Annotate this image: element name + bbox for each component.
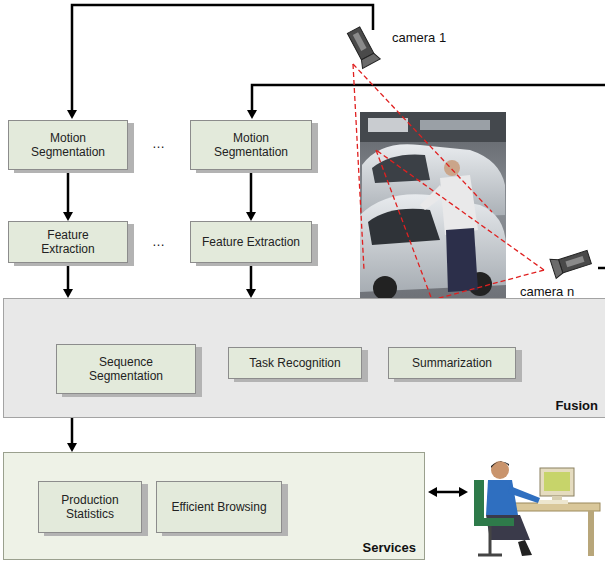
- arrow-head: [247, 110, 257, 119]
- factory-photo: [360, 112, 506, 300]
- text-label: camera 1: [392, 30, 446, 45]
- band-title: Fusion: [555, 398, 598, 413]
- arrow-head: [67, 443, 77, 452]
- arrow-head: [246, 289, 256, 298]
- process-box: Summarization: [388, 347, 516, 379]
- box-label: Summarization: [412, 356, 492, 370]
- box-label: Feature Extraction: [19, 228, 117, 256]
- box-label: Motion Segmentation: [19, 131, 117, 159]
- box-label: Feature Extraction: [202, 235, 300, 249]
- arrow-head: [63, 212, 73, 221]
- text-label: …: [152, 136, 165, 151]
- flow-connector: [67, 170, 70, 213]
- box-label: Efficient Browsing: [171, 500, 266, 514]
- box-label: Sequence Segmentation: [67, 355, 185, 383]
- process-box: Motion Segmentation: [8, 120, 128, 170]
- camera-wire: [252, 85, 605, 111]
- arrow-head: [246, 212, 256, 221]
- operator-illustration: [474, 461, 600, 556]
- text-label: …: [152, 234, 165, 249]
- arrow-head: [63, 289, 73, 298]
- double-arrow: [436, 491, 460, 494]
- process-box: Efficient Browsing: [156, 481, 282, 533]
- box-label: Task Recognition: [249, 356, 340, 370]
- flow-connector: [250, 170, 253, 213]
- camera-wire: [72, 5, 373, 111]
- view-cone: [353, 64, 544, 300]
- band-title: Services: [363, 540, 417, 555]
- stage-band: Fusion Sequence Segmentation Task Recognit…: [3, 298, 605, 418]
- process-box: Production Statistics: [38, 481, 142, 533]
- process-box: Feature Extraction: [8, 221, 128, 263]
- flow-connector: [67, 263, 70, 290]
- process-box: Feature Extraction: [190, 221, 312, 263]
- stage-band: Services Production Statistics Efficient B…: [3, 452, 425, 560]
- box-label: Production Statistics: [49, 493, 131, 521]
- box-label: Motion Segmentation: [201, 131, 301, 159]
- arrow-head: [459, 487, 468, 497]
- process-box: Motion Segmentation: [190, 120, 312, 170]
- flow-connector: [71, 418, 74, 444]
- arrow-head: [67, 110, 77, 119]
- arrow-head: [428, 487, 437, 497]
- flow-connector: [250, 263, 253, 290]
- text-label: camera n: [520, 284, 574, 299]
- camera-wire: [598, 267, 605, 270]
- process-box: Sequence Segmentation: [56, 344, 196, 394]
- process-box: Task Recognition: [228, 347, 362, 379]
- camera-icon: [550, 248, 592, 279]
- camera-icon: [345, 25, 380, 68]
